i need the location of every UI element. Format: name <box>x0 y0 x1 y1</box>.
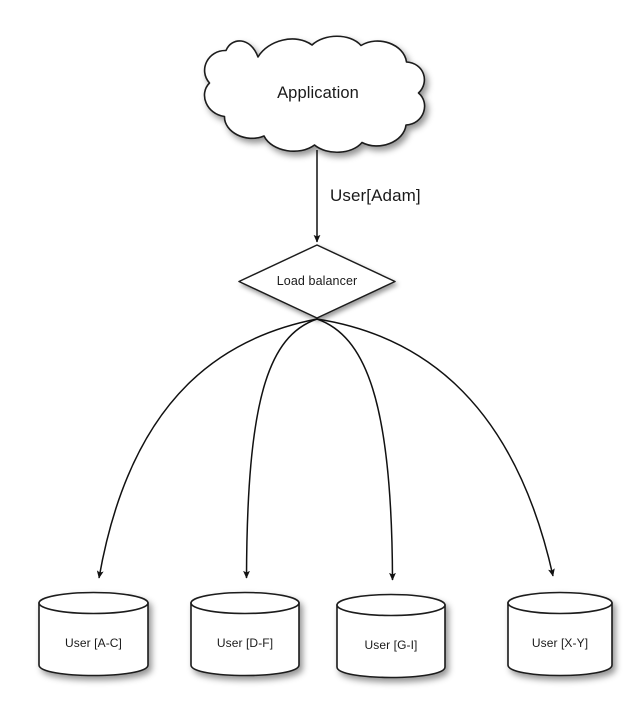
shard-cylinder-2 <box>190 591 300 677</box>
shard-label-3: User [G-I] <box>364 638 418 652</box>
shard-cylinder-1 <box>38 591 149 677</box>
shard-label-2: User [D-F] <box>216 636 274 650</box>
load-balancer-label: Load balancer <box>276 274 358 288</box>
shard-label-1: User [A-C] <box>64 636 122 650</box>
shard-cylinder-4 <box>507 591 613 677</box>
edge-to-shard-1 <box>96 318 318 579</box>
edge-to-shard-3 <box>316 318 396 581</box>
load-balancer-shape <box>238 244 396 319</box>
shard-cylinder-3 <box>336 593 446 679</box>
edge-top-label: User[Adam] <box>330 186 421 205</box>
edges-load-balancer-to-shards <box>96 318 555 581</box>
edge-to-shard-2 <box>243 318 318 579</box>
cloud-label: Application <box>277 84 359 102</box>
cloud-shape <box>203 35 426 153</box>
shard-label-4: User [X-Y] <box>531 636 589 650</box>
edge-to-shard-4 <box>316 318 555 577</box>
